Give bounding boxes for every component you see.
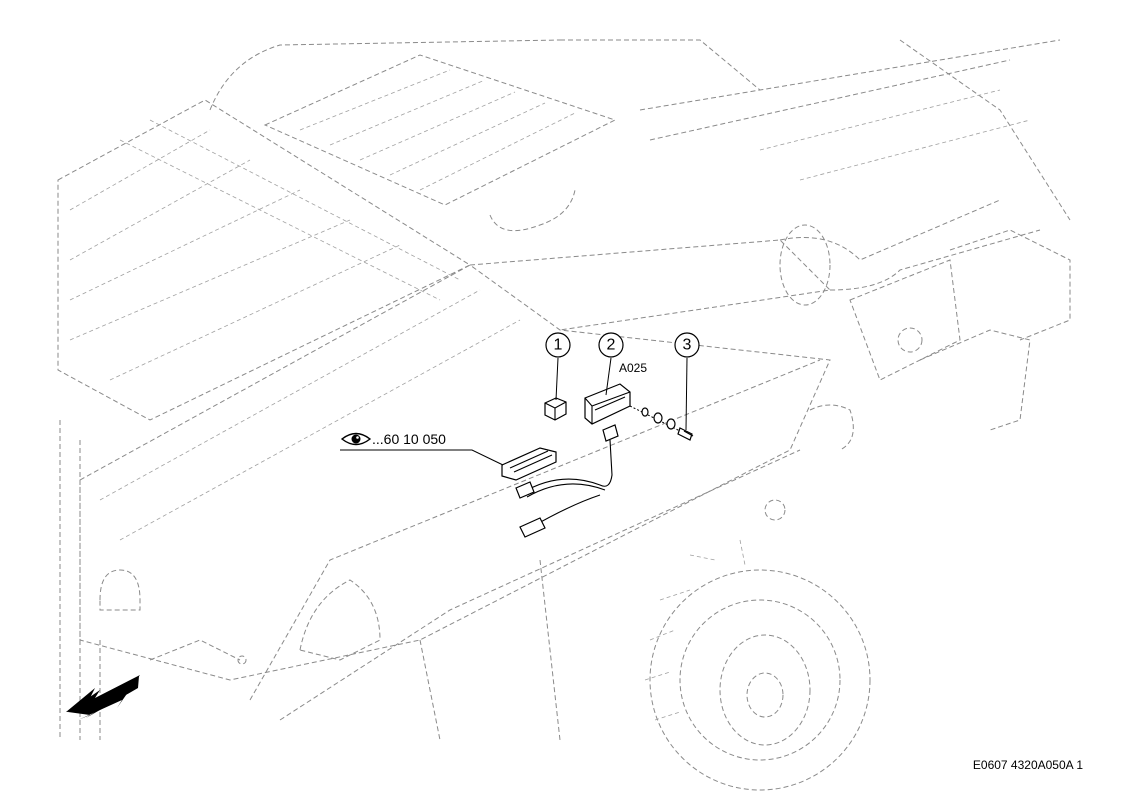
- part-3-screw-set: [629, 405, 694, 441]
- cross-reference: ...60 10 050: [340, 431, 504, 466]
- eye-icon: [340, 432, 372, 446]
- drawing-code: E0607 4320A050A 1: [973, 758, 1083, 772]
- wiring-harness: [501, 424, 619, 538]
- callout-2-label: A025: [619, 361, 647, 375]
- callout-3: 3: [674, 332, 700, 431]
- direction-arrow-icon: [66, 675, 140, 720]
- callout-1-number: 1: [554, 337, 563, 354]
- callout-2-number: 2: [607, 337, 616, 354]
- machine-ghost-outline: [57, 39, 1071, 791]
- reference-text: ...60 10 050: [372, 431, 446, 447]
- callout-2: 2 A025: [598, 332, 647, 396]
- callout-1: 1: [545, 332, 571, 401]
- part-1-connector: [544, 397, 567, 421]
- part-2-module: [584, 383, 631, 425]
- callout-3-number: 3: [683, 337, 692, 354]
